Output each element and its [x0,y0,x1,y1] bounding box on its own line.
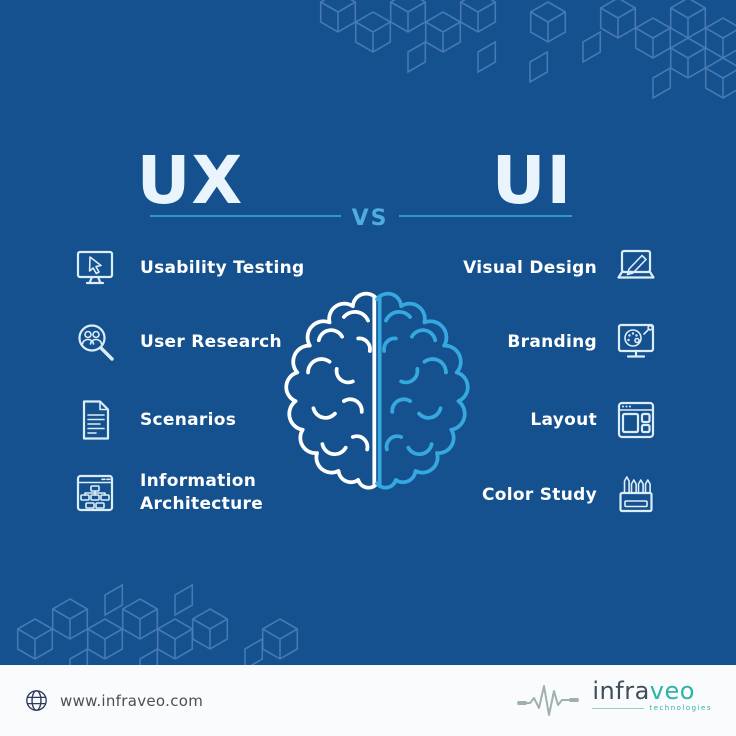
crayon-box-icon [612,471,660,519]
vs-label: VS [341,204,399,232]
brand-tagline: technologies [592,704,712,712]
ui-item-label: Color Study [482,484,597,505]
magnifier-people-icon [71,318,119,366]
ux-item-label: Information Architecture [140,471,264,514]
sitemap-window-icon [71,469,119,517]
brand-wordmark: infraveo technologies [592,679,712,712]
ui-item-label: Layout [530,409,597,430]
ux-title: UX [136,142,244,219]
cube-pattern-top-right [319,0,736,99]
infraveo-logo: infraveo technologies [516,679,712,723]
laptop-pen-icon [612,244,660,292]
cube-pattern-bottom-left [16,584,299,665]
website-url: www.infraveo.com [60,691,204,710]
brain-right-half [375,291,470,490]
pulse-waveform-icon [517,684,580,716]
globe-icon [26,690,47,711]
document-icon [71,396,119,444]
ux-item-label: Scenarios [140,409,237,430]
brain-illustration [284,291,470,490]
tagline-rule [592,707,645,709]
ui-title: UI [491,142,573,219]
monitor-palette-icon [612,318,660,366]
brain-left-half [284,291,379,490]
footer: www.infraveo.com infraveo technologies [0,665,736,736]
ui-item-label: Visual Design [463,257,597,278]
monitor-cursor-icon [71,244,119,292]
ui-item-label: Branding [507,331,597,352]
brand-name-accent: veo [649,676,695,705]
layout-window-icon [612,396,660,444]
website-group: www.infraveo.com [24,688,203,713]
brand-name-primary: infra [592,676,650,705]
ux-item-label: Usability Testing [140,257,305,278]
ux-item-label: User Research [140,331,282,352]
